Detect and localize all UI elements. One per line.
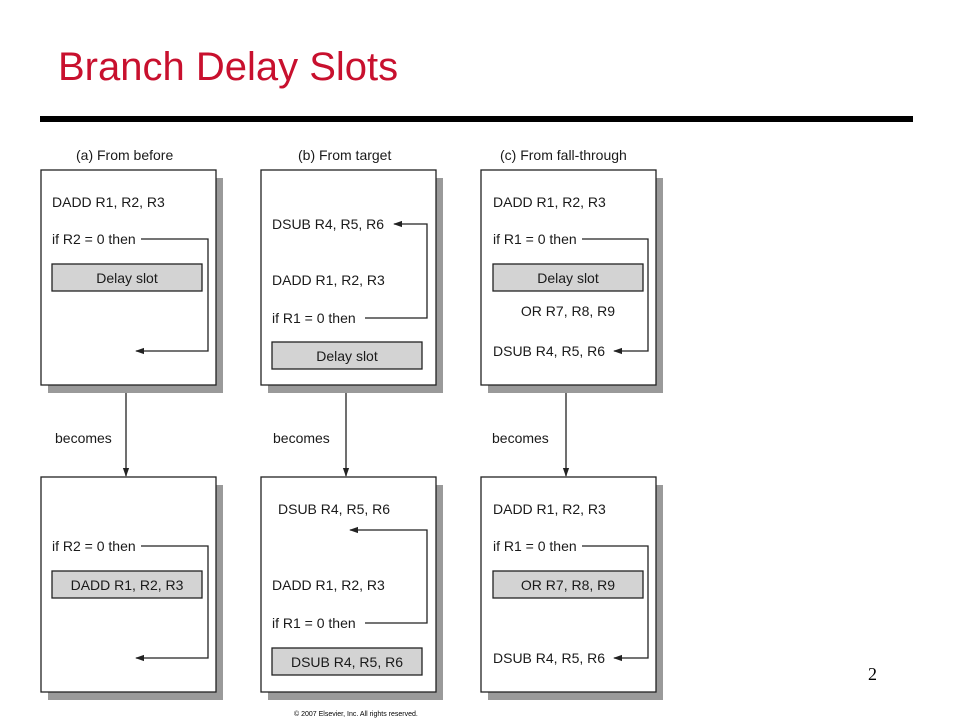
- panel-b-before-branch-arrow: [365, 220, 428, 319]
- panel-a-after-slot: DADD R1, R2, R3: [71, 577, 184, 593]
- panel-b-after-instr1: DADD R1, R2, R3: [272, 577, 385, 593]
- panel-b-after-branch: if R1 = 0 then: [272, 615, 356, 631]
- panel-c-after-target: DSUB R4, R5, R6: [493, 650, 605, 666]
- title-rule: [40, 116, 913, 122]
- panel-c-before-slot-box: [492, 263, 644, 292]
- panel-c-after-slot-box: [492, 570, 644, 599]
- panel-a-before-slot: Delay slot: [96, 270, 158, 286]
- panel-c-before-branch: if R1 = 0 then: [493, 231, 577, 247]
- panel-b-before-target: DSUB R4, R5, R6: [272, 216, 384, 232]
- panel-b-after-slot: DSUB R4, R5, R6: [291, 654, 403, 670]
- panel-a-before-branch-arrow: [135, 238, 209, 355]
- panel-a-before-slot-box: [51, 263, 203, 292]
- panel-a-after-branch: if R2 = 0 then: [52, 538, 136, 554]
- panel-c-becomes-label: becomes: [492, 430, 549, 446]
- panel-b-becomes-label: becomes: [273, 430, 330, 446]
- panel-c-before-fallthrough: OR R7, R8, R9: [521, 303, 615, 319]
- panel-c-after-slot: OR R7, R8, R9: [521, 577, 615, 593]
- panel-b-before-branch: if R1 = 0 then: [272, 310, 356, 326]
- panel-a-after-branch-arrow: [135, 545, 209, 662]
- panel-c-before-target: DSUB R4, R5, R6: [493, 343, 605, 359]
- panel-a: (a) From before DADD R1, R2, R3 if R2 = …: [40, 147, 223, 700]
- panel-b-after-slot-box: [271, 647, 423, 676]
- panel-b-before-instr1: DADD R1, R2, R3: [272, 272, 385, 288]
- panel-b: (b) From target DSUB R4, R5, R6 DADD R1,…: [260, 147, 443, 700]
- panel-a-before-instr1: DADD R1, R2, R3: [52, 194, 165, 210]
- copyright-notice: © 2007 Elsevier, Inc. All rights reserve…: [294, 711, 418, 718]
- panel-a-after-slot-box: [51, 570, 203, 599]
- page-number: 2: [868, 664, 877, 684]
- panel-c: (c) From fall-through DADD R1, R2, R3 if…: [480, 147, 663, 700]
- panel-c-after-branch-arrow: [582, 545, 649, 662]
- panel-c-caption: (c) From fall-through: [500, 147, 627, 163]
- panel-c-before-slot: Delay slot: [537, 270, 599, 286]
- panel-a-becomes-label: becomes: [55, 430, 112, 446]
- panel-c-before-branch-arrow: [582, 238, 649, 355]
- panel-c-after-instr1: DADD R1, R2, R3: [493, 501, 606, 517]
- panel-b-after-branch-arrow: [349, 526, 428, 624]
- panel-c-after-branch: if R1 = 0 then: [493, 538, 577, 554]
- panel-a-caption: (a) From before: [76, 147, 173, 163]
- panel-b-caption: (b) From target: [298, 147, 391, 163]
- panel-b-before-slot-box: [271, 341, 423, 370]
- panel-a-before-branch: if R2 = 0 then: [52, 231, 136, 247]
- panel-b-before-slot: Delay slot: [316, 348, 378, 364]
- panel-b-after-target: DSUB R4, R5, R6: [278, 501, 390, 517]
- panel-c-before-instr1: DADD R1, R2, R3: [493, 194, 606, 210]
- slide-title: Branch Delay Slots: [58, 45, 399, 89]
